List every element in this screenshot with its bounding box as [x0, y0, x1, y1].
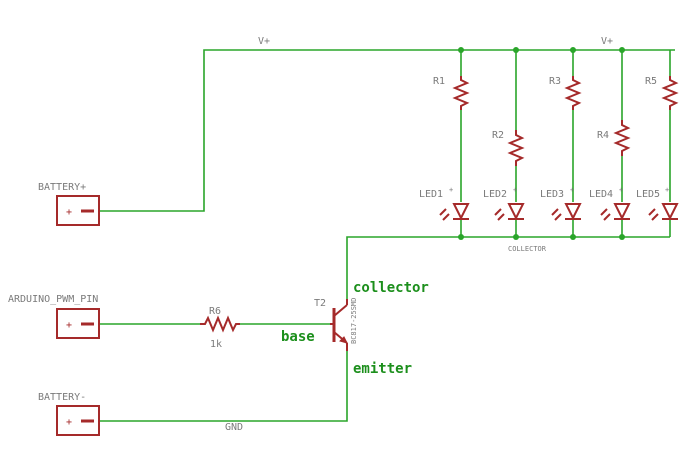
wire-battery-plus: [100, 49, 675, 212]
connector-battery-minus: BATTERY- +: [38, 392, 100, 436]
resistor-label: R3: [549, 76, 561, 87]
collector-label: collector: [353, 280, 429, 296]
resistor-label: R2: [492, 130, 504, 141]
net-label-vplus-left: V+: [258, 36, 270, 47]
resistor-value-label: 1k: [210, 339, 222, 350]
led-label: LED5: [636, 189, 660, 200]
led-plus-marker: +: [619, 186, 623, 194]
pin-plus-symbol: +: [66, 207, 72, 218]
base-label: base: [281, 329, 315, 345]
connector-battery-plus: BATTERY+ +: [38, 182, 100, 226]
resistor-label: R5: [645, 76, 657, 87]
resistor-r6: R6 1k: [200, 306, 240, 350]
junction-dot: [570, 234, 576, 240]
wire-gnd: [100, 350, 348, 422]
led-label: LED1: [419, 189, 443, 200]
led-3: LED3 +: [540, 186, 582, 221]
junction-dot: [458, 234, 464, 240]
led-label: LED2: [483, 189, 507, 200]
transistor-part-number: BC817-25SMD: [350, 298, 358, 344]
transistor-t2: T2 BC817-25SMD: [314, 298, 358, 351]
net-label-vplus-right: V+: [601, 36, 613, 47]
resistor-label: R4: [597, 130, 609, 141]
led-plus-marker: +: [665, 186, 669, 194]
connector-label-battery-plus: BATTERY+: [38, 182, 86, 193]
pin-plus-symbol: +: [66, 417, 72, 428]
resistor-r4: R4: [597, 120, 631, 156]
led-plus-marker: +: [513, 186, 517, 194]
led-label: LED4: [589, 189, 613, 200]
junction-dot: [619, 234, 625, 240]
led-2: LED2 +: [483, 186, 525, 221]
resistor-r1: R1: [433, 76, 470, 110]
wire-collector-net: [346, 236, 670, 300]
resistor-label: R1: [433, 76, 445, 87]
junctions: [458, 47, 625, 240]
junction-dot: [513, 47, 519, 53]
connector-arduino-pwm: ARDUINO_PWM_PIN +: [8, 294, 100, 339]
connector-label-arduino-pwm: ARDUINO_PWM_PIN: [8, 294, 98, 305]
resistor-r2: R2: [492, 130, 525, 166]
led-5: LED5 +: [636, 186, 679, 221]
emitter-label: emitter: [353, 361, 412, 377]
led-plus-marker: +: [570, 186, 574, 194]
led-4: LED4 +: [589, 186, 631, 221]
resistor-label: R6: [209, 306, 221, 317]
net-label-collector: COLLECTOR: [508, 245, 547, 253]
resistor-r5: R5: [645, 76, 679, 110]
junction-dot: [513, 234, 519, 240]
led-1: LED1 +: [419, 186, 470, 221]
junction-dot: [458, 47, 464, 53]
net-label-gnd: GND: [225, 422, 243, 433]
resistor-r3: R3: [549, 76, 582, 110]
led-label: LED3: [540, 189, 564, 200]
transistor-name: T2: [314, 298, 326, 309]
led-plus-marker: +: [449, 186, 453, 194]
junction-dot: [619, 47, 625, 53]
pin-plus-symbol: +: [66, 320, 72, 331]
junction-dot: [570, 47, 576, 53]
connector-label-battery-minus: BATTERY-: [38, 392, 86, 403]
